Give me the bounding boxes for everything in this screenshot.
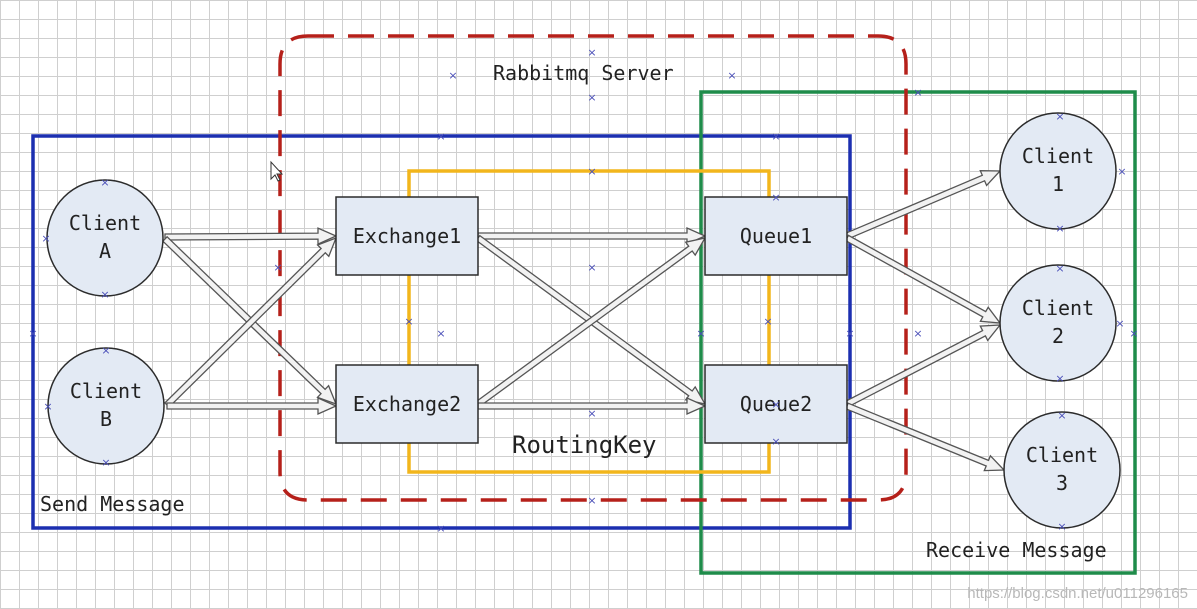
receiver-client-2: Client 2 (999, 264, 1117, 382)
selection-handle: × (1117, 165, 1126, 178)
queue-1: Queue1 (704, 196, 848, 276)
arrow-exchange1-queue1 (477, 226, 707, 246)
selection-handle: × (771, 130, 780, 143)
arrow-queue1-client1 (844, 170, 1002, 240)
receiver-client-1-label: Client (1022, 144, 1094, 168)
selection-handle: × (101, 456, 110, 469)
selection-handle: × (1057, 409, 1066, 422)
rabbitmq-server-box (278, 34, 908, 502)
receive-message-box (699, 90, 1137, 575)
watermark: https://blog.csdn.net/u011296165 (967, 585, 1188, 602)
selection-handle: × (273, 261, 282, 274)
sender-client-2-shape (47, 347, 165, 465)
selection-handle: × (43, 400, 52, 413)
selection-handle: × (1055, 110, 1064, 123)
selection-handle: × (100, 288, 109, 301)
selection-handle: × (1057, 520, 1066, 533)
receiver-client-2-label: Client (1022, 296, 1094, 320)
selection-handle: × (587, 46, 596, 59)
exchange-1-label: Exchange1 (353, 224, 461, 248)
queue-1-shape (704, 196, 848, 276)
sender-client-1-label: Client (69, 211, 141, 235)
receiver-client-1-id: 1 (1052, 172, 1064, 196)
arrow-queue2-client2 (844, 324, 1002, 408)
selection-handle: × (41, 232, 50, 245)
arrow-exchange2-queue1 (475, 237, 707, 408)
exchange-2-shape (335, 364, 479, 444)
selection-handle: × (587, 494, 596, 507)
exchange-1-shape (335, 196, 479, 276)
message-arrows (161, 170, 1006, 472)
send-message-box (31, 134, 852, 530)
receiver-client-3-id: 3 (1056, 471, 1068, 495)
selection-handle: × (771, 398, 780, 411)
selection-handle: × (696, 327, 705, 340)
routing-key-box (407, 169, 771, 474)
selection-handle: × (100, 176, 109, 189)
arrow-client-b-exchange1 (163, 236, 338, 409)
sender-client-2-id: B (100, 407, 112, 431)
receiver-client-1: Client 1 (999, 112, 1117, 230)
selection-handle: × (28, 327, 37, 340)
arrow-client-a-exchange1 (164, 227, 338, 246)
selection-handle: × (1055, 262, 1064, 275)
selection-handle: × (436, 522, 445, 535)
selection-marks: × × × × × × × × × × × × × × × × × × × × × × × × × × × × × × × × × × × × × × (28, 46, 1138, 535)
rabbitmq-server-label: Rabbitmq Server (493, 61, 674, 85)
selection-handle: × (1055, 222, 1064, 235)
exchange-2-label: Exchange2 (353, 392, 461, 416)
selection-handle: × (763, 315, 772, 328)
arrow-queue1-client2 (844, 234, 1002, 324)
sender-client-1-id: A (99, 239, 111, 263)
sender-client-2-label: Client (70, 379, 142, 403)
selection-handle: × (587, 407, 596, 420)
selection-handle: × (587, 165, 596, 178)
selection-handle: × (448, 69, 457, 82)
selection-handle: × (587, 91, 596, 104)
selection-handle: × (1129, 327, 1138, 340)
selection-handle: × (727, 69, 736, 82)
arrow-queue2-client3 (845, 402, 1006, 472)
selection-handle: × (771, 191, 780, 204)
selection-handle: × (436, 130, 445, 143)
selection-handle: × (913, 86, 922, 99)
receiver-client-3-shape (1003, 411, 1121, 529)
sender-client-1-shape (46, 179, 164, 297)
receiver-client-1-shape (999, 112, 1117, 230)
selection-handle: × (1115, 317, 1124, 330)
arrow-exchange2-queue2 (477, 396, 707, 416)
cursor-icon (270, 160, 284, 182)
selection-handle: × (404, 315, 413, 328)
receive-message-label: Receive Message (926, 538, 1107, 562)
routing-key-label: RoutingKey (512, 431, 657, 459)
queue-2-label: Queue2 (740, 392, 812, 416)
selection-handle: × (587, 261, 596, 274)
exchange-1: Exchange1 (335, 196, 479, 276)
selection-handle: × (436, 327, 445, 340)
queue-2: Queue2 (704, 364, 848, 444)
exchange-2: Exchange2 (335, 364, 479, 444)
selection-handle: × (913, 327, 922, 340)
receiver-client-3-label: Client (1026, 443, 1098, 467)
receiver-client-2-id: 2 (1052, 324, 1064, 348)
receiver-client-2-shape (999, 264, 1117, 382)
selection-handle: × (1055, 372, 1064, 385)
queue-1-label: Queue1 (740, 224, 812, 248)
selection-handle: × (101, 344, 110, 357)
selection-handle: × (771, 435, 780, 448)
arrow-client-b-exchange2 (166, 396, 338, 416)
selection-handle: × (845, 327, 854, 340)
receiver-client-3: Client 3 (1003, 411, 1121, 529)
send-message-label: Send Message (40, 492, 185, 516)
queue-2-shape (704, 364, 848, 444)
diagram-nodes: ClientAClientBExchange1Exchange2Queue1Qu… (46, 112, 1121, 529)
